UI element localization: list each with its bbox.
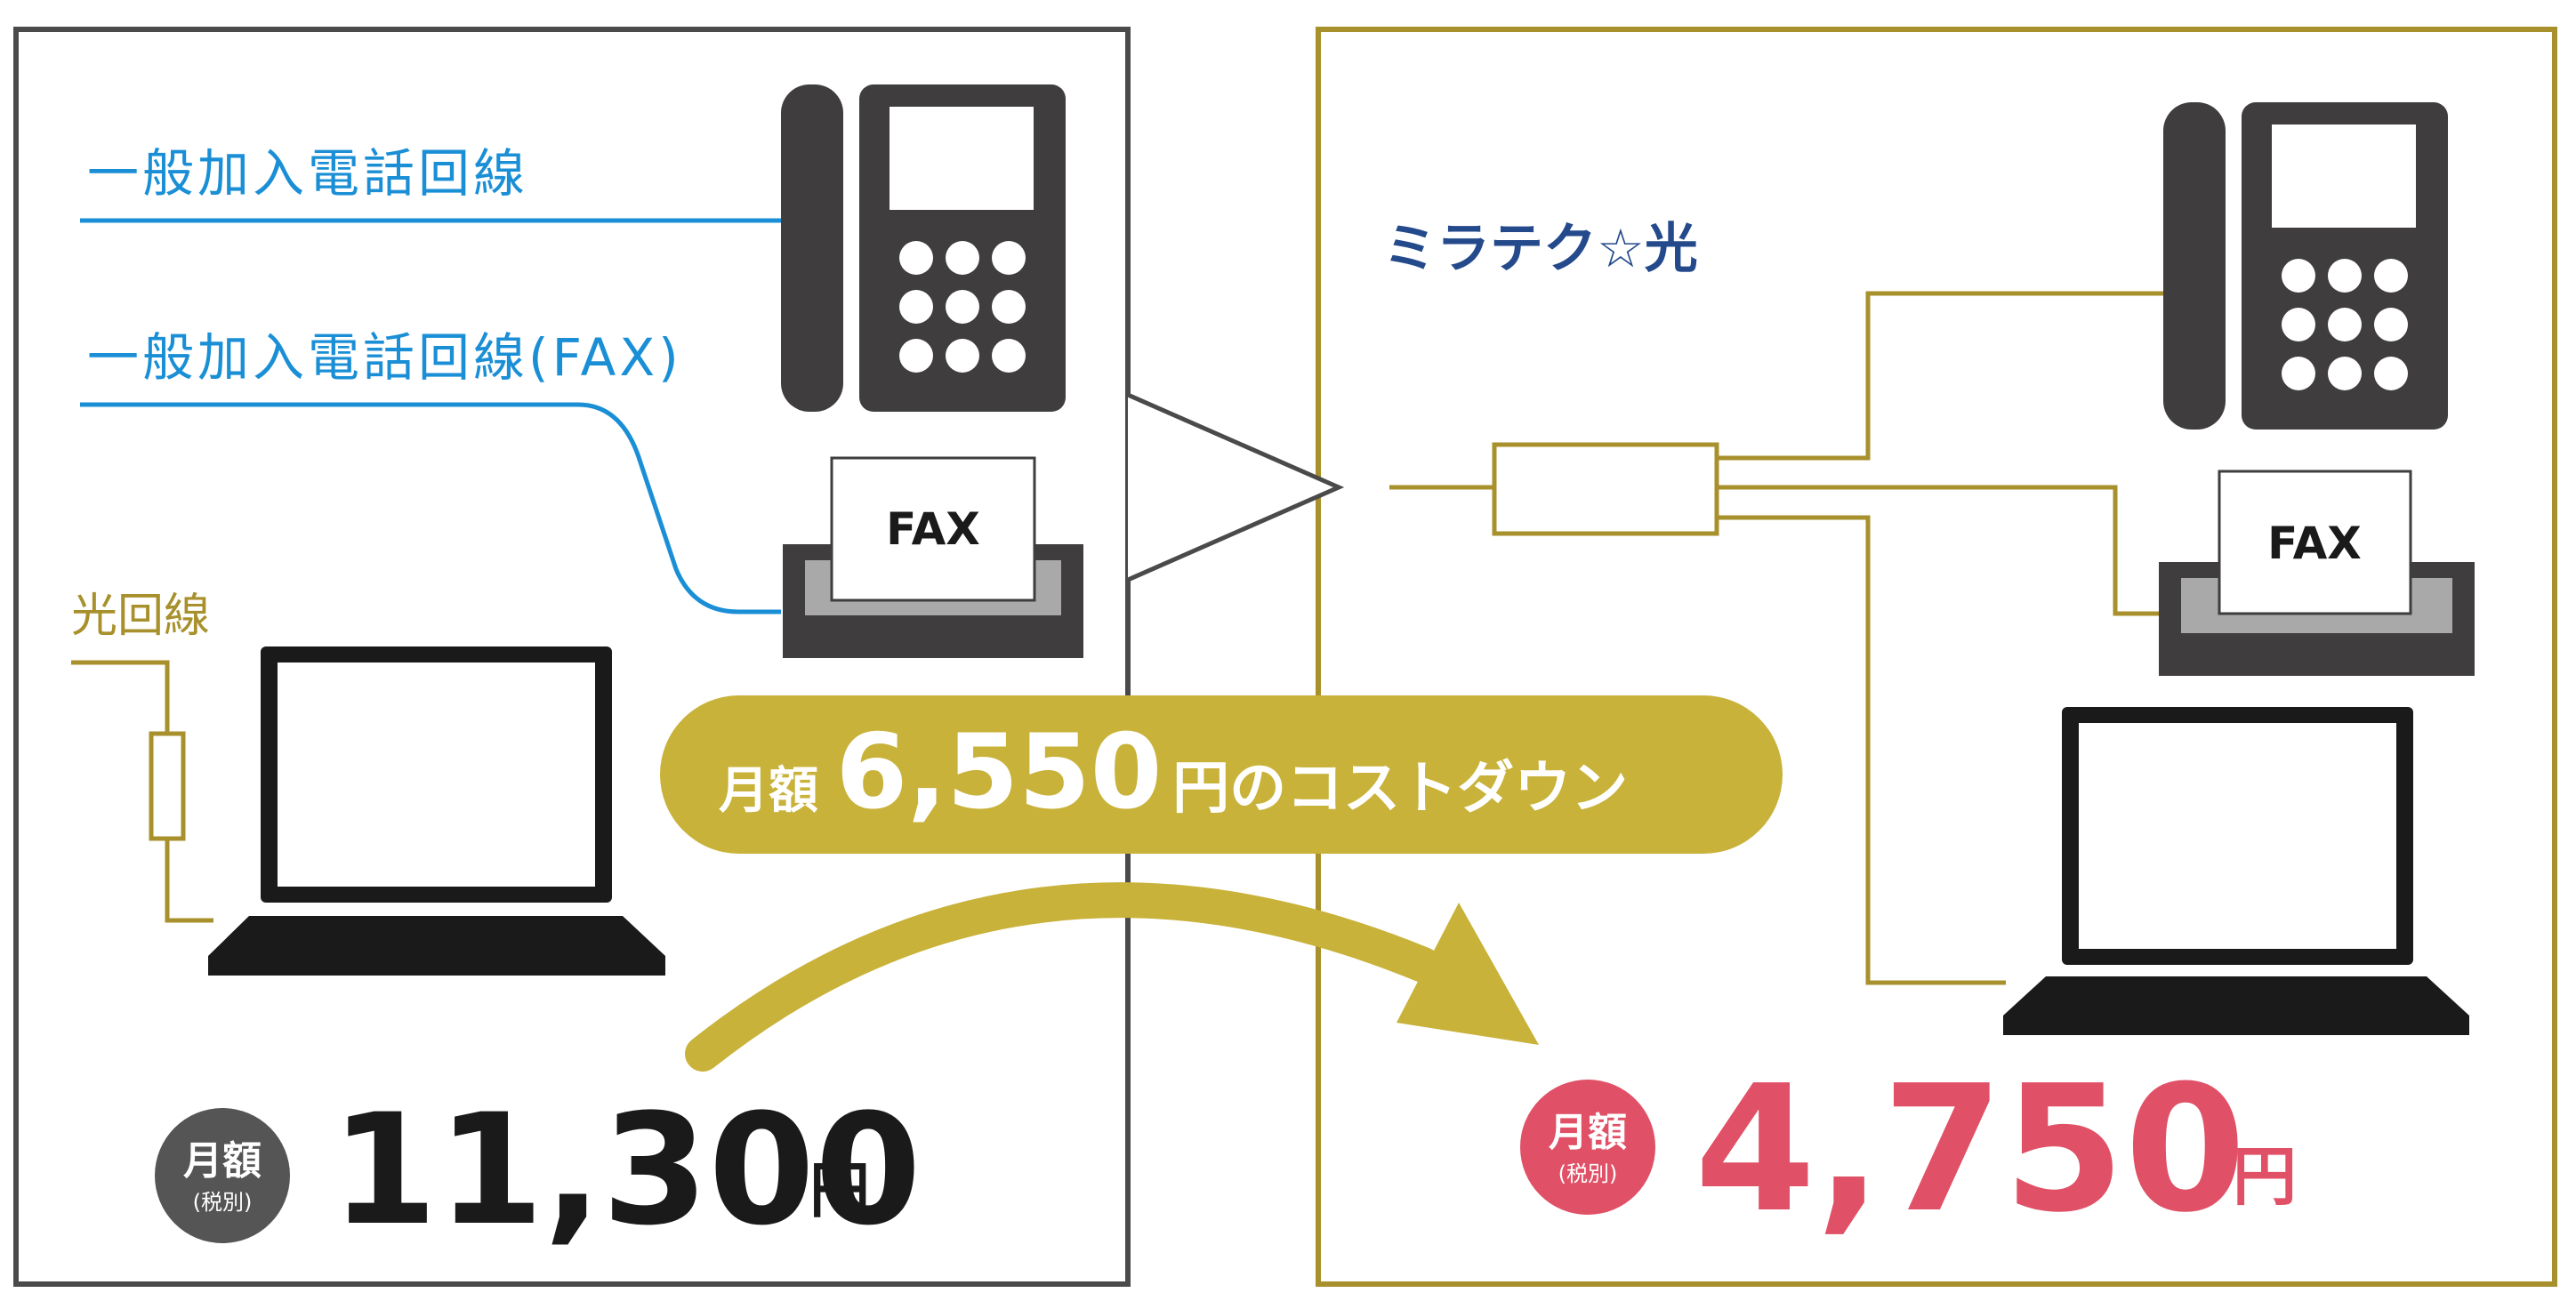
fiber-line [71, 660, 213, 923]
transition-arrow [685, 882, 1441, 1072]
telephone-icon [781, 84, 1066, 412]
telephone-icon-right [2163, 102, 2448, 430]
price-after-unit: 円 [2233, 1139, 2297, 1214]
right-panel-frame [1316, 27, 2557, 1287]
callout-wedge [1126, 392, 1345, 582]
price-badge-right: 月額 (税別) [1520, 1080, 1655, 1215]
onu-box [149, 731, 186, 841]
service-name: ミラテク☆光 [1383, 218, 1698, 280]
left-panel-frame [13, 27, 1131, 1287]
fax-line [80, 402, 781, 614]
fax-paper-label-right: FAX [2267, 518, 2362, 569]
price-before-value: 11,300 [331, 1080, 922, 1259]
svg-text:(税別): (税別) [1558, 1161, 1618, 1186]
fax-paper-label: FAX [886, 503, 980, 555]
router-box [1492, 442, 1719, 536]
fax-line-label: 一般加入電話回線(FAX) [87, 327, 682, 388]
fax-machine-icon [783, 456, 1083, 658]
cost-down-banner [660, 695, 1783, 854]
svg-text:月額: 月額 [183, 1138, 262, 1184]
cost-down-text: 月額 6,550 円のコストダウン [719, 712, 1628, 832]
phone-line-label: 一般加入電話回線 [87, 143, 528, 204]
price-badge-left: 月額 (税別) [155, 1108, 290, 1243]
laptop-icon-right [2003, 707, 2469, 1035]
fiber-line-label: 光回線 [71, 590, 210, 643]
svg-text:(税別): (税別) [193, 1190, 253, 1215]
arrowhead [1397, 903, 1539, 1045]
svg-text:月額: 月額 [1549, 1110, 1627, 1155]
laptop-icon [208, 646, 665, 976]
fax-machine-icon-right [2159, 470, 2475, 676]
price-after-value: 4,750 [1695, 1048, 2246, 1251]
price-before-unit: 円 [809, 1156, 870, 1226]
router-wiring [1389, 291, 2163, 985]
